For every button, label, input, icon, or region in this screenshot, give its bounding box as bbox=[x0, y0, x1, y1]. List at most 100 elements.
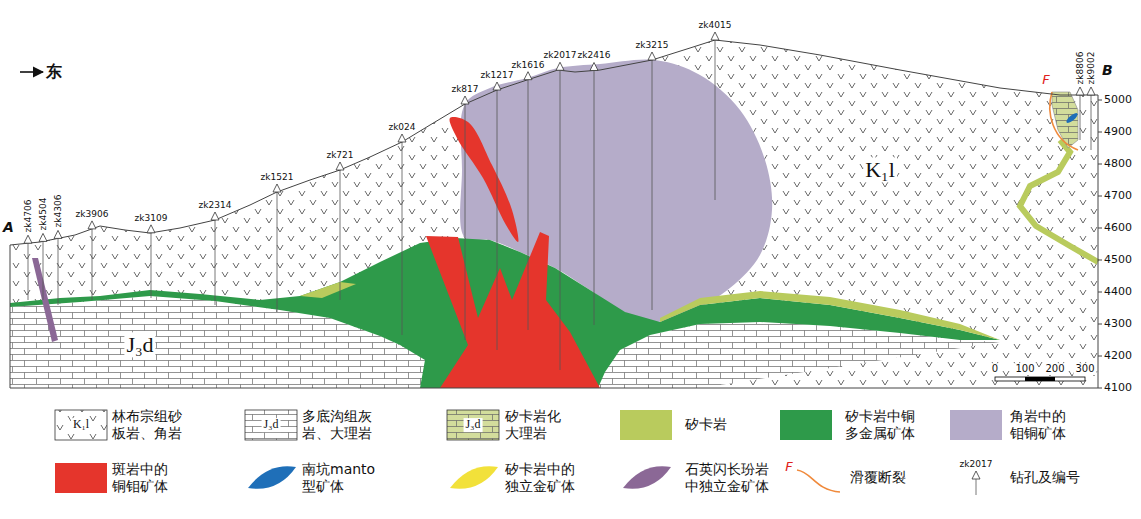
formation-label: K₁l bbox=[863, 157, 897, 182]
elevation-label: 4300 bbox=[1104, 318, 1132, 331]
drill-hole-label: zk4706 bbox=[23, 200, 33, 233]
elevation-label: 5000 bbox=[1104, 94, 1132, 107]
legend-swatch bbox=[976, 479, 977, 495]
drill-symbol bbox=[88, 221, 96, 229]
drill-symbol bbox=[648, 52, 656, 60]
formation-label: J₃d bbox=[124, 332, 155, 357]
scale-label: 0 bbox=[990, 363, 1000, 375]
axis-tick bbox=[1098, 356, 1102, 357]
drill-hole-label: zk721 bbox=[326, 150, 353, 160]
skarn bbox=[660, 291, 1000, 340]
drill-hole bbox=[92, 229, 93, 300]
legend-text: 钻孔及编号 bbox=[1010, 469, 1080, 486]
drill-hole bbox=[151, 233, 152, 298]
axis-tick bbox=[1098, 196, 1102, 197]
drill-hole bbox=[340, 170, 341, 300]
drill-hole bbox=[58, 238, 59, 305]
elevation-label: 4600 bbox=[1104, 222, 1132, 235]
drill-hole bbox=[215, 220, 216, 305]
axis-tick bbox=[1098, 228, 1102, 229]
drill-hole-label: zk2314 bbox=[199, 200, 232, 210]
axis-tick bbox=[1098, 388, 1102, 389]
legend-swatch bbox=[623, 466, 671, 489]
legend-text: 角岩中的钼铜矿体 bbox=[1010, 408, 1069, 442]
legend-text: 多底沟组灰岩、大理岩 bbox=[302, 408, 372, 442]
drill-hole bbox=[1080, 95, 1081, 140]
drill-symbol bbox=[461, 96, 469, 104]
drill-hole bbox=[594, 70, 595, 325]
drill-hole bbox=[465, 104, 466, 340]
k1l-formation bbox=[10, 40, 1098, 388]
drill-symbol bbox=[711, 32, 719, 40]
scale-label: 300 bbox=[1073, 363, 1096, 375]
skarn-fold bbox=[1020, 140, 1098, 262]
gold-dike bbox=[32, 258, 58, 342]
legend-text: 矽卡岩中的独立金矿体 bbox=[505, 461, 575, 495]
drill-hole bbox=[497, 90, 498, 350]
skarnized-marble bbox=[1052, 92, 1078, 148]
scale-bar bbox=[995, 377, 1085, 381]
legend-swatch bbox=[55, 463, 107, 493]
legend-swatch-label: K₁l bbox=[71, 418, 91, 432]
section-end-label: B bbox=[1102, 62, 1113, 78]
direction-label: 东 bbox=[46, 63, 62, 81]
axis-tick bbox=[1098, 100, 1102, 101]
drill-symbol bbox=[336, 162, 344, 170]
drill-hole-label: zk1616 bbox=[512, 60, 545, 70]
elevation-label: 4900 bbox=[1104, 126, 1132, 139]
axis-tick bbox=[1098, 324, 1102, 325]
axis-tick bbox=[1098, 132, 1102, 133]
drill-hole bbox=[402, 142, 403, 335]
elevation-label: 4500 bbox=[1104, 254, 1132, 267]
drill-hole bbox=[528, 80, 529, 330]
fault-label: F bbox=[1042, 73, 1049, 88]
drill-hole-label: zk4504 bbox=[38, 198, 48, 231]
drill-hole-label: zk1521 bbox=[261, 172, 294, 182]
drill-symbol bbox=[147, 225, 155, 233]
drill-hole-label: zk2017 bbox=[544, 50, 577, 60]
legend-swatch-label: J₃d bbox=[464, 418, 483, 432]
porphyry-orebody bbox=[449, 117, 518, 242]
section-frame bbox=[10, 95, 1098, 388]
drill-hole bbox=[560, 70, 561, 370]
legend-swatch bbox=[245, 410, 297, 440]
drill-hole bbox=[43, 241, 44, 300]
legend-swatch bbox=[620, 410, 672, 440]
drill-hole bbox=[652, 60, 653, 310]
drill-hole-label: zk9002 bbox=[1086, 52, 1096, 85]
legend-swatch-label: F bbox=[785, 460, 792, 475]
topography bbox=[10, 40, 1098, 245]
legend-swatch bbox=[972, 471, 980, 479]
legend-text: 矽卡岩化大理岩 bbox=[505, 408, 564, 442]
drill-hole-label: zk4015 bbox=[699, 20, 732, 30]
legend-text: 石英闪长玢岩中独立金矿体 bbox=[685, 461, 772, 495]
legend-swatch bbox=[797, 470, 840, 492]
drill-symbol bbox=[493, 82, 501, 90]
elevation-label: 4100 bbox=[1104, 382, 1132, 395]
drill-symbol bbox=[211, 212, 219, 220]
drill-hole bbox=[1091, 95, 1092, 150]
drill-symbol bbox=[273, 184, 281, 192]
legend-text: 南坑manto型矿体 bbox=[302, 461, 379, 495]
drill-hole-label: zk3215 bbox=[636, 40, 669, 50]
drill-hole-label: zk2416 bbox=[578, 50, 611, 60]
drill-hole-label: zk3906 bbox=[76, 209, 109, 219]
manto-orebody bbox=[1065, 112, 1079, 125]
axis-tick bbox=[1098, 164, 1102, 165]
axis-tick bbox=[1098, 260, 1102, 261]
direction-arrow bbox=[20, 71, 43, 73]
drill-symbol bbox=[590, 62, 598, 70]
elevation-label: 4800 bbox=[1104, 158, 1132, 171]
drill-hole bbox=[715, 40, 716, 200]
drill-symbol bbox=[556, 62, 564, 70]
porphyry-orebody bbox=[426, 232, 600, 388]
drill-symbol bbox=[524, 72, 532, 80]
elevation-label: 4700 bbox=[1104, 190, 1132, 203]
axis-tick bbox=[1098, 292, 1102, 293]
legend-swatch bbox=[950, 410, 1002, 440]
section-end-label: A bbox=[3, 219, 14, 235]
legend-text: 矽卡岩 bbox=[685, 416, 727, 433]
elevation-label: 4200 bbox=[1104, 350, 1132, 363]
